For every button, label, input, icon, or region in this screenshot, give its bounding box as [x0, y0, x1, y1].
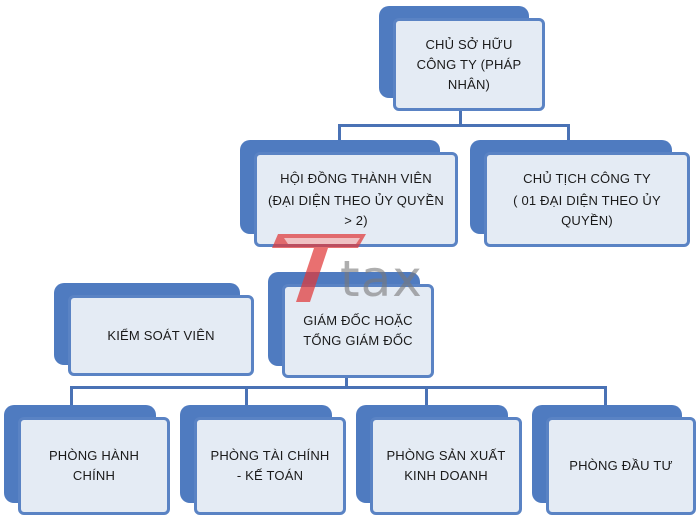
company-chairman-note: ( 01 ĐẠI DIỆN THEO ỦY QUYỀN) — [513, 192, 661, 228]
connector-to-council — [338, 124, 341, 144]
node-admin-dept: PHÒNG HÀNH CHÍNH — [4, 405, 170, 515]
connector-level2-bar — [338, 124, 570, 127]
connector-to-production — [425, 386, 428, 408]
node-production-dept: PHÒNG SẢN XUẤT KINH DOANH — [356, 405, 522, 515]
node-controller-label: KIỂM SOÁT VIÊN — [107, 327, 215, 343]
connector-to-admin — [70, 386, 73, 408]
node-finance-dept: PHÒNG TÀI CHÍNH - KẾ TOÁN — [180, 405, 346, 515]
company-chairman-title: CHỦ TỊCH CÔNG TY — [523, 170, 651, 186]
node-members-council: HỘI ĐỒNG THÀNH VIÊN (ĐẠI DIỆN THEO ỦY QU… — [240, 140, 458, 247]
node-owner-label: CHỦ SỞ HỮU CÔNG TY (PHÁP NHÂN) — [416, 36, 522, 92]
node-director-label: GIÁM ĐỐC HOẶC TỔNG GIÁM ĐỐC — [303, 313, 413, 348]
node-investment-dept-label: PHÒNG ĐẦU TƯ — [569, 458, 673, 473]
node-finance-dept-label: PHÒNG TÀI CHÍNH - KẾ TOÁN — [210, 448, 330, 483]
watermark-text: tax — [340, 250, 423, 308]
members-council-title: HỘI ĐỒNG THÀNH VIÊN — [280, 170, 432, 186]
node-investment-dept: PHÒNG ĐẦU TƯ — [532, 405, 696, 515]
node-admin-dept-label: PHÒNG HÀNH CHÍNH — [48, 448, 140, 483]
node-owner: CHỦ SỞ HỮU CÔNG TY (PHÁP NHÂN) — [379, 6, 545, 111]
node-company-chairman: CHỦ TỊCH CÔNG TY ( 01 ĐẠI DIỆN THEO ỦY Q… — [470, 140, 690, 247]
connector-to-finance — [245, 386, 248, 408]
connector-owner-down — [459, 108, 462, 126]
connector-to-investment — [604, 386, 607, 408]
t-logo-icon — [272, 234, 366, 302]
node-production-dept-label: PHÒNG SẢN XUẤT KINH DOANH — [386, 448, 506, 483]
connector-to-chairman — [567, 124, 570, 144]
connector-director-down — [345, 374, 348, 388]
members-council-note: (ĐẠI DIỆN THEO ỦY QUYỀN > 2) — [267, 192, 445, 228]
connector-level4-bar — [70, 386, 607, 389]
node-controller: KIỂM SOÁT VIÊN — [54, 283, 254, 376]
watermark-logo: tax — [270, 228, 440, 308]
